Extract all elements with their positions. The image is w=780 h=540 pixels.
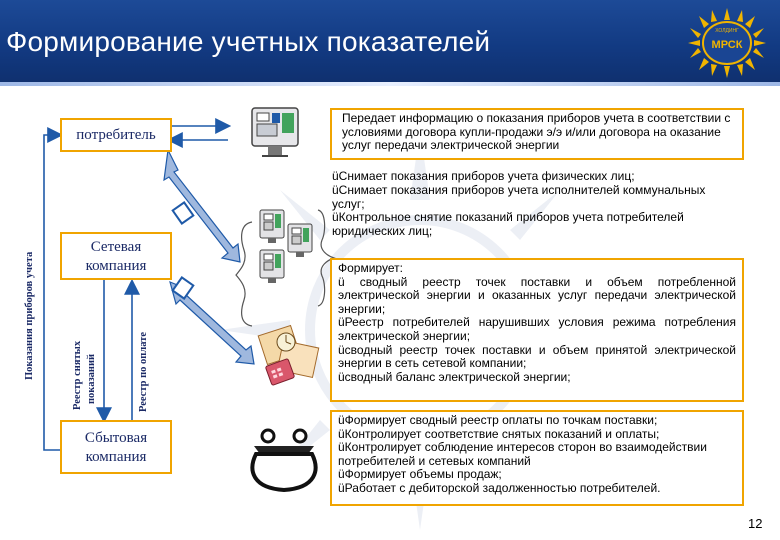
meter-icon (287, 223, 313, 257)
consumer-info-text: Передает информацию о показания приборов… (342, 111, 731, 153)
consumer-label: потребитель (76, 127, 156, 143)
sales-info-item: üФормирует сводный реестр оплаты по точк… (338, 413, 658, 427)
grid-forms-item: ü сводный реестр точек поставки и объем … (338, 274, 736, 316)
mrsk-logo-icon: ХОЛДИНГ МРСК (688, 8, 766, 78)
sales-info-item: üКонтролирует соответствие снятых показа… (338, 426, 660, 441)
sales-info-item: üФормирует объемы продаж; (338, 467, 502, 482)
readings-registry-label-line2: показаний (86, 353, 97, 404)
grid-forms-item: üсводный реестр точек поставки и объем п… (338, 342, 736, 371)
sales-info-box: üФормирует сводный реестр оплаты по точк… (330, 410, 744, 506)
readings-registry-label-line1: Реестр снятых (72, 340, 83, 410)
grid-company-label-line1: Сетевая (90, 239, 142, 255)
sales-company-box: Сбытовая компания (60, 420, 172, 474)
slide-title: Формирование учетных показателей (6, 26, 491, 57)
calculator-icon (257, 324, 320, 386)
left-bracket-icon (235, 221, 253, 327)
meter-readings-loop-arrow (43, 127, 64, 451)
grid-forms-box: Формирует: ü сводный реестр точек постав… (330, 258, 744, 402)
page-number: 12 (748, 516, 763, 531)
consumer-box: потребитель (60, 118, 172, 152)
grid-reading-text: üСнимает показания приборов учета физиче… (332, 169, 740, 239)
logo-subtext: ХОЛДИНГ (715, 28, 739, 34)
sales-company-label-line2: компания (85, 449, 147, 465)
grid-forms-item: üсводный баланс электрической энергии; (338, 369, 571, 384)
consumer-to-grid-arrow (163, 147, 241, 263)
grid-reading-item: üСнимает показания приборов учета исполн… (332, 182, 706, 211)
meter-icon (259, 209, 285, 243)
grid-forms-item: üРеестр потребителей нарушивших условия … (338, 315, 736, 343)
meter-icon (251, 107, 299, 157)
meter-icon (259, 249, 285, 283)
grid-company-label-line2: компания (85, 258, 147, 274)
purse-icon (250, 428, 318, 493)
consumer-info-box: Передает информацию о показания приборов… (330, 108, 744, 160)
sales-info-item: üКонтролирует соблюдение интересов сторо… (338, 440, 707, 468)
sales-company-label-line1: Сбытовая (84, 430, 148, 446)
logo-text: МРСК (712, 39, 743, 51)
payment-registry-label: Реестр по оплате (138, 331, 149, 412)
slide-header: Формирование учетных показателей ХОЛДИНГ… (0, 0, 780, 86)
grid-company-box: Сетевая компания (60, 232, 172, 280)
meter-readings-label: Показания приборов учета (24, 251, 35, 380)
grid-reading-item: üКонтрольное снятие показаний приборов у… (332, 210, 684, 239)
grid-reading-item: üСнимает показания приборов учета физиче… (332, 169, 635, 183)
grid-forms-heading: Формирует: (338, 261, 403, 275)
sales-info-item: üРаботает с дебиторской задолженностью п… (338, 480, 661, 495)
